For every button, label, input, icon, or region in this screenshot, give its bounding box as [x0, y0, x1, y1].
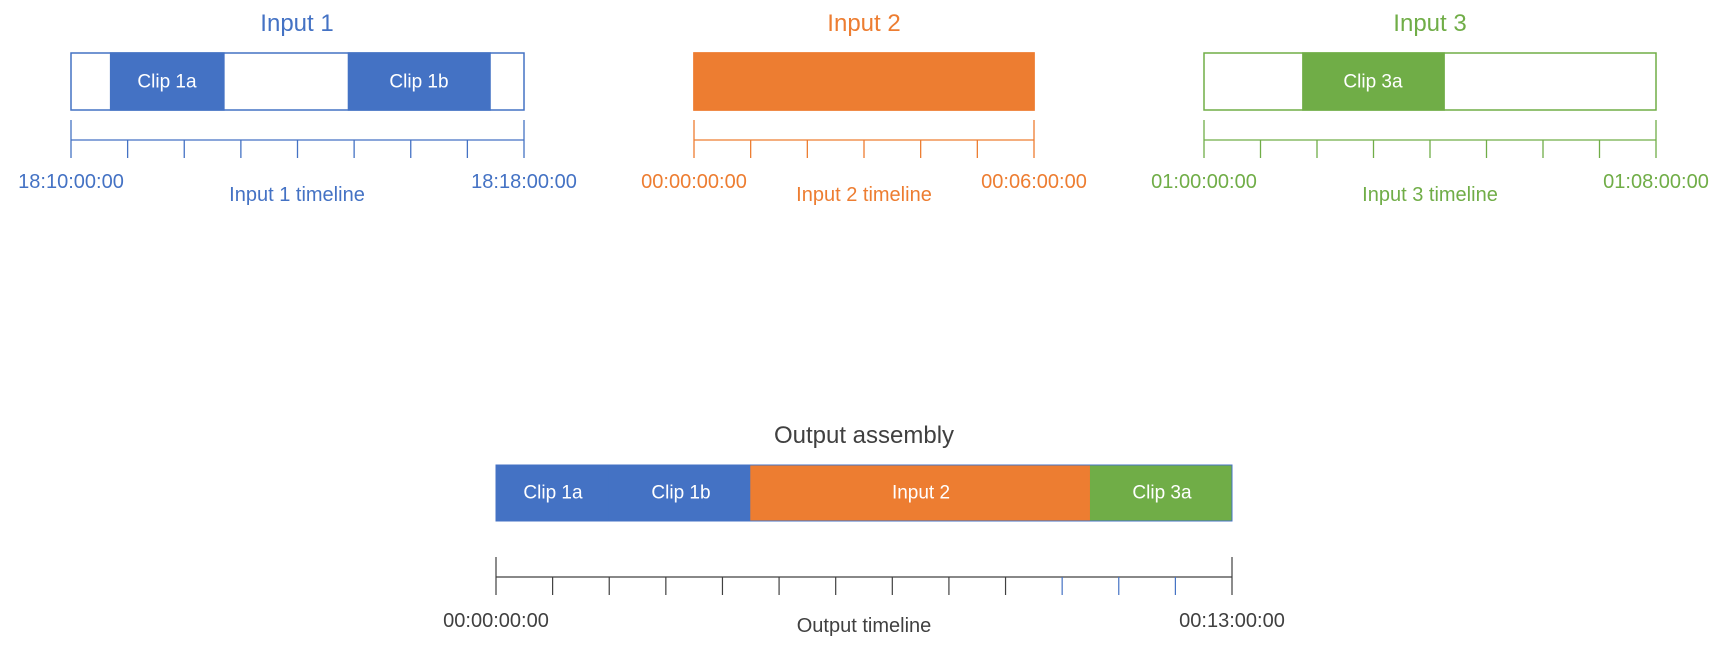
output-segment-clip-1b-label: Clip 1b — [651, 482, 711, 504]
clip-1a-label: Clip 1a — [137, 71, 197, 93]
input-3-start-timecode: 01:00:00:00 — [1151, 171, 1257, 193]
output-segment-clip-1b — [608, 464, 752, 522]
input-1-start-timecode: 18:10:00:00 — [18, 171, 124, 193]
input-1-title: Input 1 — [260, 10, 334, 37]
input-3-title: Input 3 — [1393, 10, 1467, 37]
input-2-timeline-label: Input 2 timeline — [796, 184, 932, 206]
input-2-title: Input 2 — [827, 10, 901, 37]
input-1-timeline-label: Input 1 timeline — [229, 184, 365, 206]
input-3-end-timecode: 01:08:00:00 — [1603, 171, 1709, 193]
output-segment-clip-1a-label: Clip 1a — [523, 482, 583, 504]
output-track-outline — [495, 464, 1233, 522]
output-start-timecode: 00:00:00:00 — [443, 610, 549, 632]
clip-3a-label: Clip 3a — [1343, 71, 1403, 93]
clip-1a-block — [109, 52, 225, 111]
clip-3a-block — [1302, 52, 1445, 111]
output-segment-clip-3a-label: Clip 3a — [1132, 482, 1192, 504]
output-end-timecode: 00:13:00:00 — [1179, 610, 1285, 632]
clip-1b-label: Clip 1b — [389, 71, 449, 93]
input-2-full-block — [693, 52, 1035, 111]
clip-1b-block — [347, 52, 491, 111]
input-1-end-timecode: 18:18:00:00 — [471, 171, 577, 193]
input-2-start-timecode: 00:00:00:00 — [641, 171, 747, 193]
output-segment-input-2-label: Input 2 — [891, 482, 951, 504]
output-title: Output assembly — [773, 422, 955, 449]
output-segment-clip-3a — [1089, 464, 1233, 522]
output-segment-input-2 — [750, 464, 1091, 522]
input-3-timeline-label: Input 3 timeline — [1362, 184, 1498, 206]
output-segment-clip-1a — [495, 464, 610, 522]
output-timeline-label: Output timeline — [796, 615, 932, 637]
input-2-end-timecode: 00:06:00:00 — [981, 171, 1087, 193]
